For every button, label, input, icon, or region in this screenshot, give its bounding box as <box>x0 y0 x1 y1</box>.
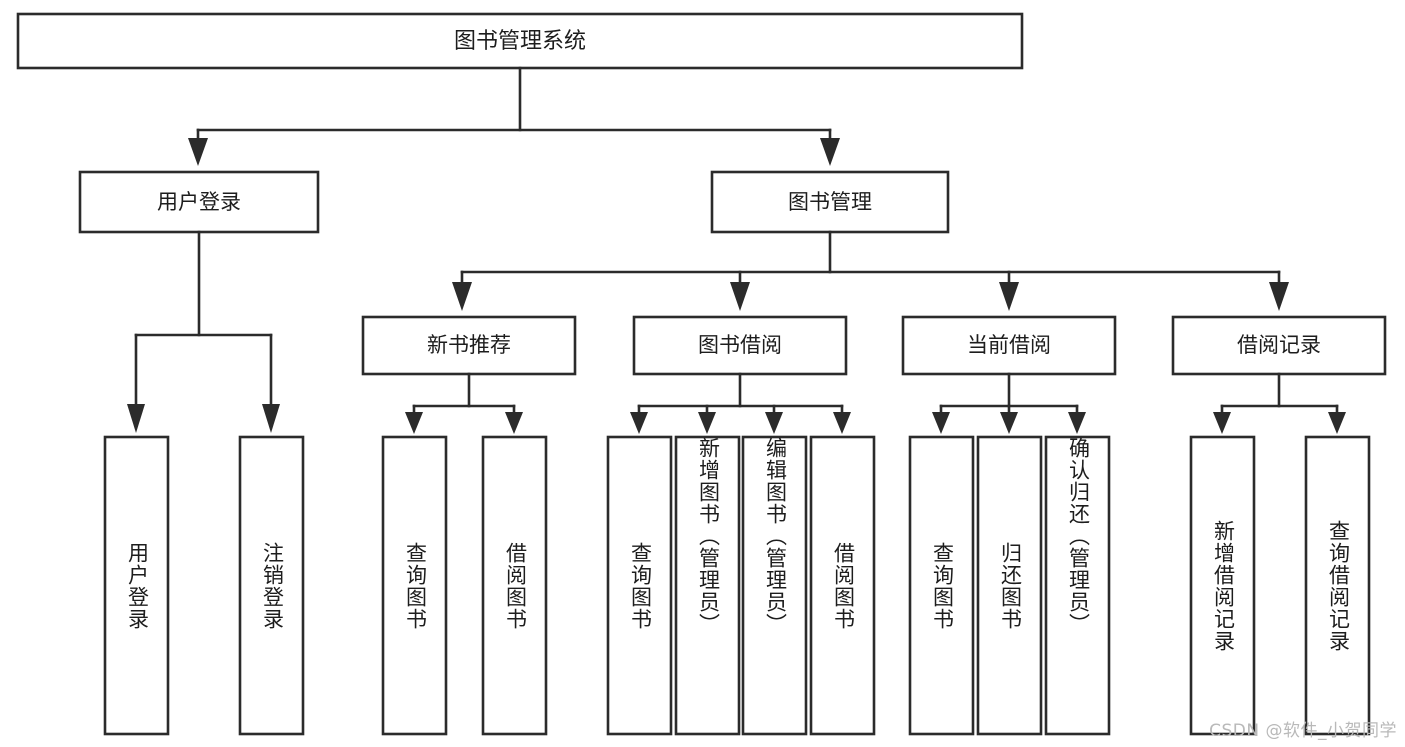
leaf-box-current-borrow-0[interactable] <box>908 435 975 736</box>
node-current-borrow-label: 当前借阅 <box>967 333 1051 357</box>
node-current-borrow[interactable]: 当前借阅 <box>901 315 1117 376</box>
node-new-book-recommend-box[interactable] <box>361 315 577 376</box>
arrow-head-leaf-book-borrow-0 <box>630 412 648 434</box>
node-new-book-recommend-label: 新书推荐 <box>427 333 511 357</box>
node-user-login-label: 用户登录 <box>157 190 241 214</box>
arrow-head-to-new-book <box>452 282 472 311</box>
node-current-borrow-box[interactable] <box>901 315 1117 376</box>
node-book-borrow[interactable]: 图书借阅 <box>632 315 848 376</box>
arrow-head-leaf-book-borrow-2 <box>765 412 783 434</box>
arrow-head-leaf-borrow-record-0 <box>1213 412 1231 434</box>
arrow-head-leaf-new-book-0 <box>405 412 423 434</box>
arrow-head-to-current-borrow <box>999 282 1019 311</box>
node-user-login[interactable]: 用户登录 <box>78 170 320 234</box>
leaf-box-current-borrow-2[interactable] <box>1044 435 1111 736</box>
leaf-box-new-book-1[interactable] <box>481 435 548 736</box>
leaf-box-book-borrow-3[interactable] <box>809 435 876 736</box>
node-root[interactable]: 图书管理系统 <box>16 12 1024 70</box>
node-book-borrow-label: 图书借阅 <box>698 333 782 357</box>
leaf-box-current-borrow-1[interactable] <box>976 435 1043 736</box>
arrow-head-leaf-new-book-1 <box>505 412 523 434</box>
leaf-box-borrow-record-1[interactable] <box>1304 435 1371 736</box>
node-book-borrow-box[interactable] <box>632 315 848 376</box>
arrow-head-to-borrow-record <box>1269 282 1289 311</box>
arrow-head-leaf-book-borrow-3 <box>833 412 851 434</box>
node-borrow-record-label: 借阅记录 <box>1237 333 1321 357</box>
leaf-box-book-borrow-0[interactable] <box>606 435 673 736</box>
arrow-head-leaf-current-borrow-1 <box>1000 412 1018 434</box>
watermark-text: CSDN @软件_小贺同学 <box>1209 721 1397 741</box>
node-new-book-recommend[interactable]: 新书推荐 <box>361 315 577 376</box>
leaf-box-book-borrow-1[interactable] <box>674 435 741 736</box>
node-book-manage-label: 图书管理 <box>788 190 872 214</box>
leaf-box-book-borrow-2[interactable] <box>741 435 808 736</box>
leaf-box-user-login-1[interactable] <box>238 435 305 736</box>
leaf-box-new-book-0[interactable] <box>381 435 448 736</box>
node-borrow-record-box[interactable] <box>1171 315 1387 376</box>
node-book-manage-box[interactable] <box>710 170 950 234</box>
arrow-head-leaf-user-login-0 <box>127 404 145 433</box>
arrow-head-leaf-current-borrow-2 <box>1068 412 1086 434</box>
node-borrow-record[interactable]: 借阅记录 <box>1171 315 1387 376</box>
node-root-box[interactable] <box>16 12 1024 70</box>
node-book-manage[interactable]: 图书管理 <box>710 170 950 234</box>
leaf-box-borrow-record-0[interactable] <box>1189 435 1256 736</box>
arrow-head-leaf-current-borrow-0 <box>932 412 950 434</box>
arrow-head-leaf-book-borrow-1 <box>698 412 716 434</box>
arrow-head-leaf-user-login-1 <box>262 404 280 433</box>
arrow-head-to-book-manage <box>820 138 840 166</box>
node-root-label: 图书管理系统 <box>454 29 586 54</box>
arrow-head-leaf-borrow-record-1 <box>1328 412 1346 434</box>
arrow-head-to-book-borrow <box>730 282 750 311</box>
arrow-head-to-user-login <box>188 138 208 166</box>
leaf-box-user-login-0[interactable] <box>103 435 170 736</box>
